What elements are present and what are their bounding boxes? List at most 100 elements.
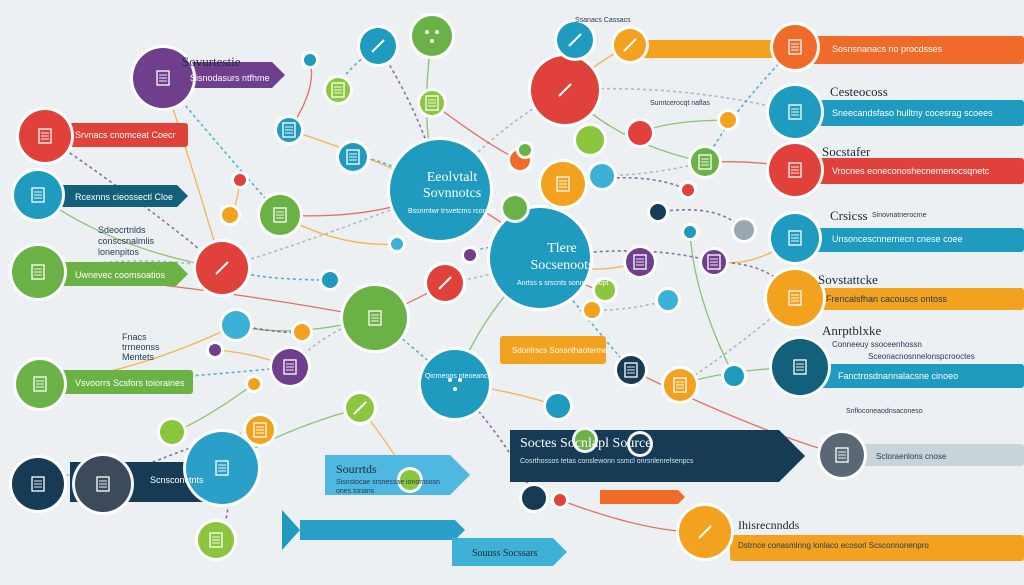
right-row-2-bar <box>775 100 1024 126</box>
hub-left-title: Eeolvtalt Sovnnotcs <box>422 170 482 201</box>
document-icon <box>673 377 687 393</box>
right-row-2-title: Cesteocoss <box>830 84 888 99</box>
left-caption-2: Fnacs trrneonss Mentets <box>122 332 160 362</box>
right-row-3-label: Vrocnes eoneconoshecnemenocsqnetc <box>832 166 990 176</box>
document-icon <box>156 70 170 86</box>
hub-center-sub: Anrtss s srscnts sonrclm oopt <box>517 280 609 287</box>
pencil-icon <box>568 33 582 47</box>
document-icon <box>835 447 849 463</box>
document-icon <box>215 460 229 476</box>
left-tag-5-label: Vsvoorrs Scsfors toioraines <box>75 378 185 388</box>
left-tag-2-bar <box>38 123 188 147</box>
document-icon <box>253 422 267 438</box>
right-row-4-bar <box>775 228 1024 252</box>
source-arrow-sub: Sisnstocae srsnessae ionomsosn ones tona… <box>336 479 440 495</box>
hub-left-sub: Bssnrntwr trsvetcms rconrds <box>408 208 497 215</box>
notebook-icon <box>33 376 47 392</box>
book-icon <box>31 187 45 203</box>
source-banner-title: Soctes Socnlapl Source <box>520 436 652 451</box>
source-arrow-label: Sourrtds <box>336 462 377 476</box>
right-row-7-bar <box>800 364 1024 388</box>
pencil-icon <box>438 276 452 290</box>
bottom-arrow-line <box>300 520 465 540</box>
node-36 <box>595 280 615 300</box>
node-62 <box>734 220 754 240</box>
node-50 <box>590 164 614 188</box>
document-icon <box>96 476 110 492</box>
node-47 <box>503 196 527 220</box>
node-30 <box>628 121 652 145</box>
bottom-arrow-label: Souuss Socssars <box>472 548 538 559</box>
node-54 <box>160 420 184 444</box>
connection-line <box>657 209 745 231</box>
node-60 <box>630 434 650 454</box>
right-row-4-aside: Sinovnatnerocme <box>872 212 927 219</box>
document-icon <box>788 290 802 306</box>
right-row-5-title: Sovstattcke <box>818 272 878 287</box>
book-icon <box>788 104 802 120</box>
book-icon <box>624 362 638 378</box>
book-icon <box>282 122 296 138</box>
document-icon <box>346 149 360 165</box>
pencil-icon <box>623 38 637 52</box>
book-icon <box>425 95 439 111</box>
right-row-7-label: Fanctrosdnannalacsne cinoeo <box>838 371 959 381</box>
document-icon <box>331 82 345 98</box>
bottom-arrow-tail <box>282 510 300 550</box>
network-icon <box>425 30 439 43</box>
connection-line <box>689 231 735 377</box>
left-tag-6-label: Scnsconctnts <box>150 475 204 485</box>
left-tag-3-label: Rcexnns cieossectl Cloe <box>75 192 174 202</box>
document-icon <box>788 230 802 246</box>
node-58 <box>554 494 566 506</box>
node-48 <box>522 486 546 510</box>
pencil-icon <box>698 525 712 539</box>
right-row-3-title: Socstafer <box>822 144 871 159</box>
right-row-7-aside: Snfloconeaodnsaconeso <box>846 408 923 415</box>
pencil-icon <box>215 261 229 275</box>
node-37 <box>658 290 678 310</box>
right-row-8-label: Dstrnce conasmlnng lonlaco ecosorl Scsco… <box>738 541 929 550</box>
document-icon <box>707 254 721 270</box>
node-61 <box>724 366 744 386</box>
left-tag-1-sub: Sisnodasurs ntfhme <box>190 73 270 83</box>
network-icon <box>448 378 462 391</box>
node-73 <box>391 238 403 250</box>
right-row-4-title: Crsicss <box>830 208 868 223</box>
book-icon <box>633 254 647 270</box>
right-row-6-label: Sceonacnosnnelonspcrooctes <box>868 352 975 361</box>
right-row-8-title: Ihisrecnndds <box>738 518 800 532</box>
node-64 <box>682 184 694 196</box>
right-row-2-label: Sneecandsfaso hulltny cocesrag scoees <box>832 108 993 118</box>
document-icon <box>209 532 223 548</box>
left-tag-4-bar <box>38 262 188 286</box>
right-row-6-title: Anrptblxke <box>822 323 882 338</box>
hub-center-title: Tlere Socsenoots <box>530 241 594 273</box>
node-71 <box>519 144 531 156</box>
right-row-8-graybar <box>840 444 1024 466</box>
node-24 <box>390 140 490 240</box>
center-tag-bar <box>500 336 606 364</box>
right-row-1-orange <box>640 40 775 58</box>
book-icon <box>31 476 45 492</box>
node-67 <box>304 54 316 66</box>
node-38 <box>584 302 600 318</box>
left-tag-3-bar <box>38 185 188 207</box>
right-row-5-label: Frencalsfhan cacouscs ontoss <box>826 294 948 304</box>
pencil-icon <box>558 83 572 97</box>
connection-line <box>539 257 632 371</box>
document-icon <box>698 154 712 170</box>
node-26 <box>412 16 452 56</box>
right-row-5-bar <box>790 288 1024 310</box>
connection-line <box>377 45 441 191</box>
source-arrow-bar <box>325 455 470 495</box>
top-label-2: Sumtcerocqt naflas <box>650 100 710 107</box>
node-51 <box>222 207 238 223</box>
right-row-6-aside: Conneeuy ssoceenhossn <box>832 340 922 349</box>
node-59 <box>575 430 595 450</box>
source-banner-small-arrow <box>600 490 685 504</box>
document-icon <box>283 359 297 375</box>
left-tag-2-label: Srvnacs cnomceat Coecr <box>75 130 176 140</box>
right-row-3-bar <box>775 158 1024 184</box>
document-icon <box>788 39 802 55</box>
